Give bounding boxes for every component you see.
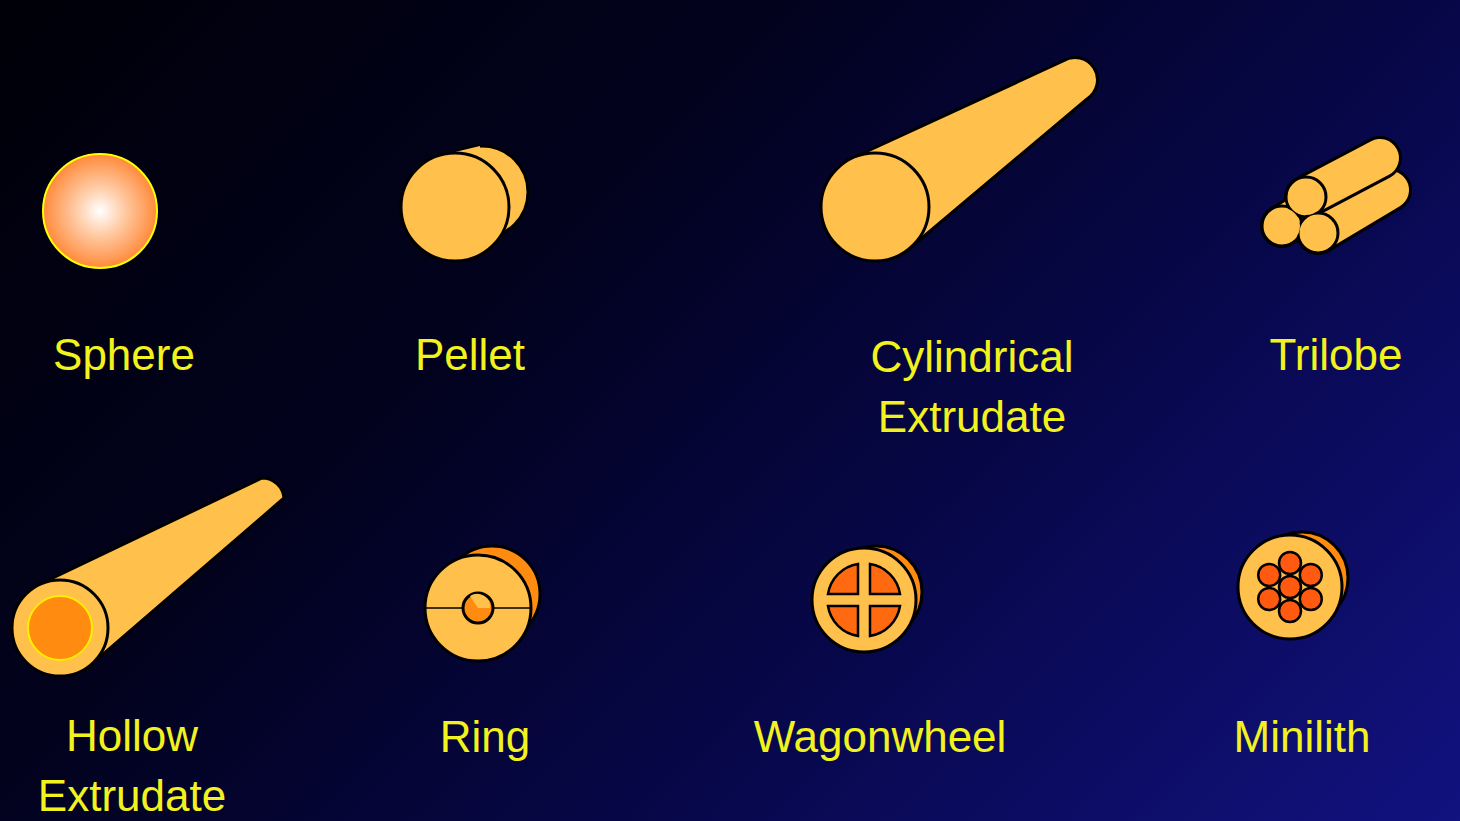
cylindrical-extrudate-shape (821, 58, 1097, 261)
shape-label: Minilith (1172, 707, 1432, 767)
shape-label: Cylindrical Extrudate (837, 327, 1107, 447)
trilobe-shape (1262, 158, 1390, 253)
sphere-shape (43, 154, 157, 268)
shape-label: Pellet (350, 325, 590, 385)
shape-label: Ring (365, 707, 605, 767)
minilith-channel (1300, 564, 1322, 586)
minilith-channel (1300, 588, 1322, 610)
pellet-shape (401, 146, 528, 262)
minilith-channel (1258, 588, 1280, 610)
shape-label: Sphere (4, 325, 244, 385)
hollow-extrudate-shape (12, 478, 284, 676)
minilith-channel (1279, 576, 1301, 598)
shape-label: Wagonwheel (720, 707, 1040, 767)
minilith-channel (1279, 552, 1301, 574)
shape-label: Trilobe (1216, 325, 1456, 385)
wagonwheel-shape (812, 546, 922, 652)
ring-shape (425, 546, 540, 661)
minilith-shape (1238, 532, 1348, 639)
minilith-channel (1279, 600, 1301, 622)
minilith-channel (1258, 564, 1280, 586)
shape-label: Hollow Extrudate (17, 706, 247, 821)
